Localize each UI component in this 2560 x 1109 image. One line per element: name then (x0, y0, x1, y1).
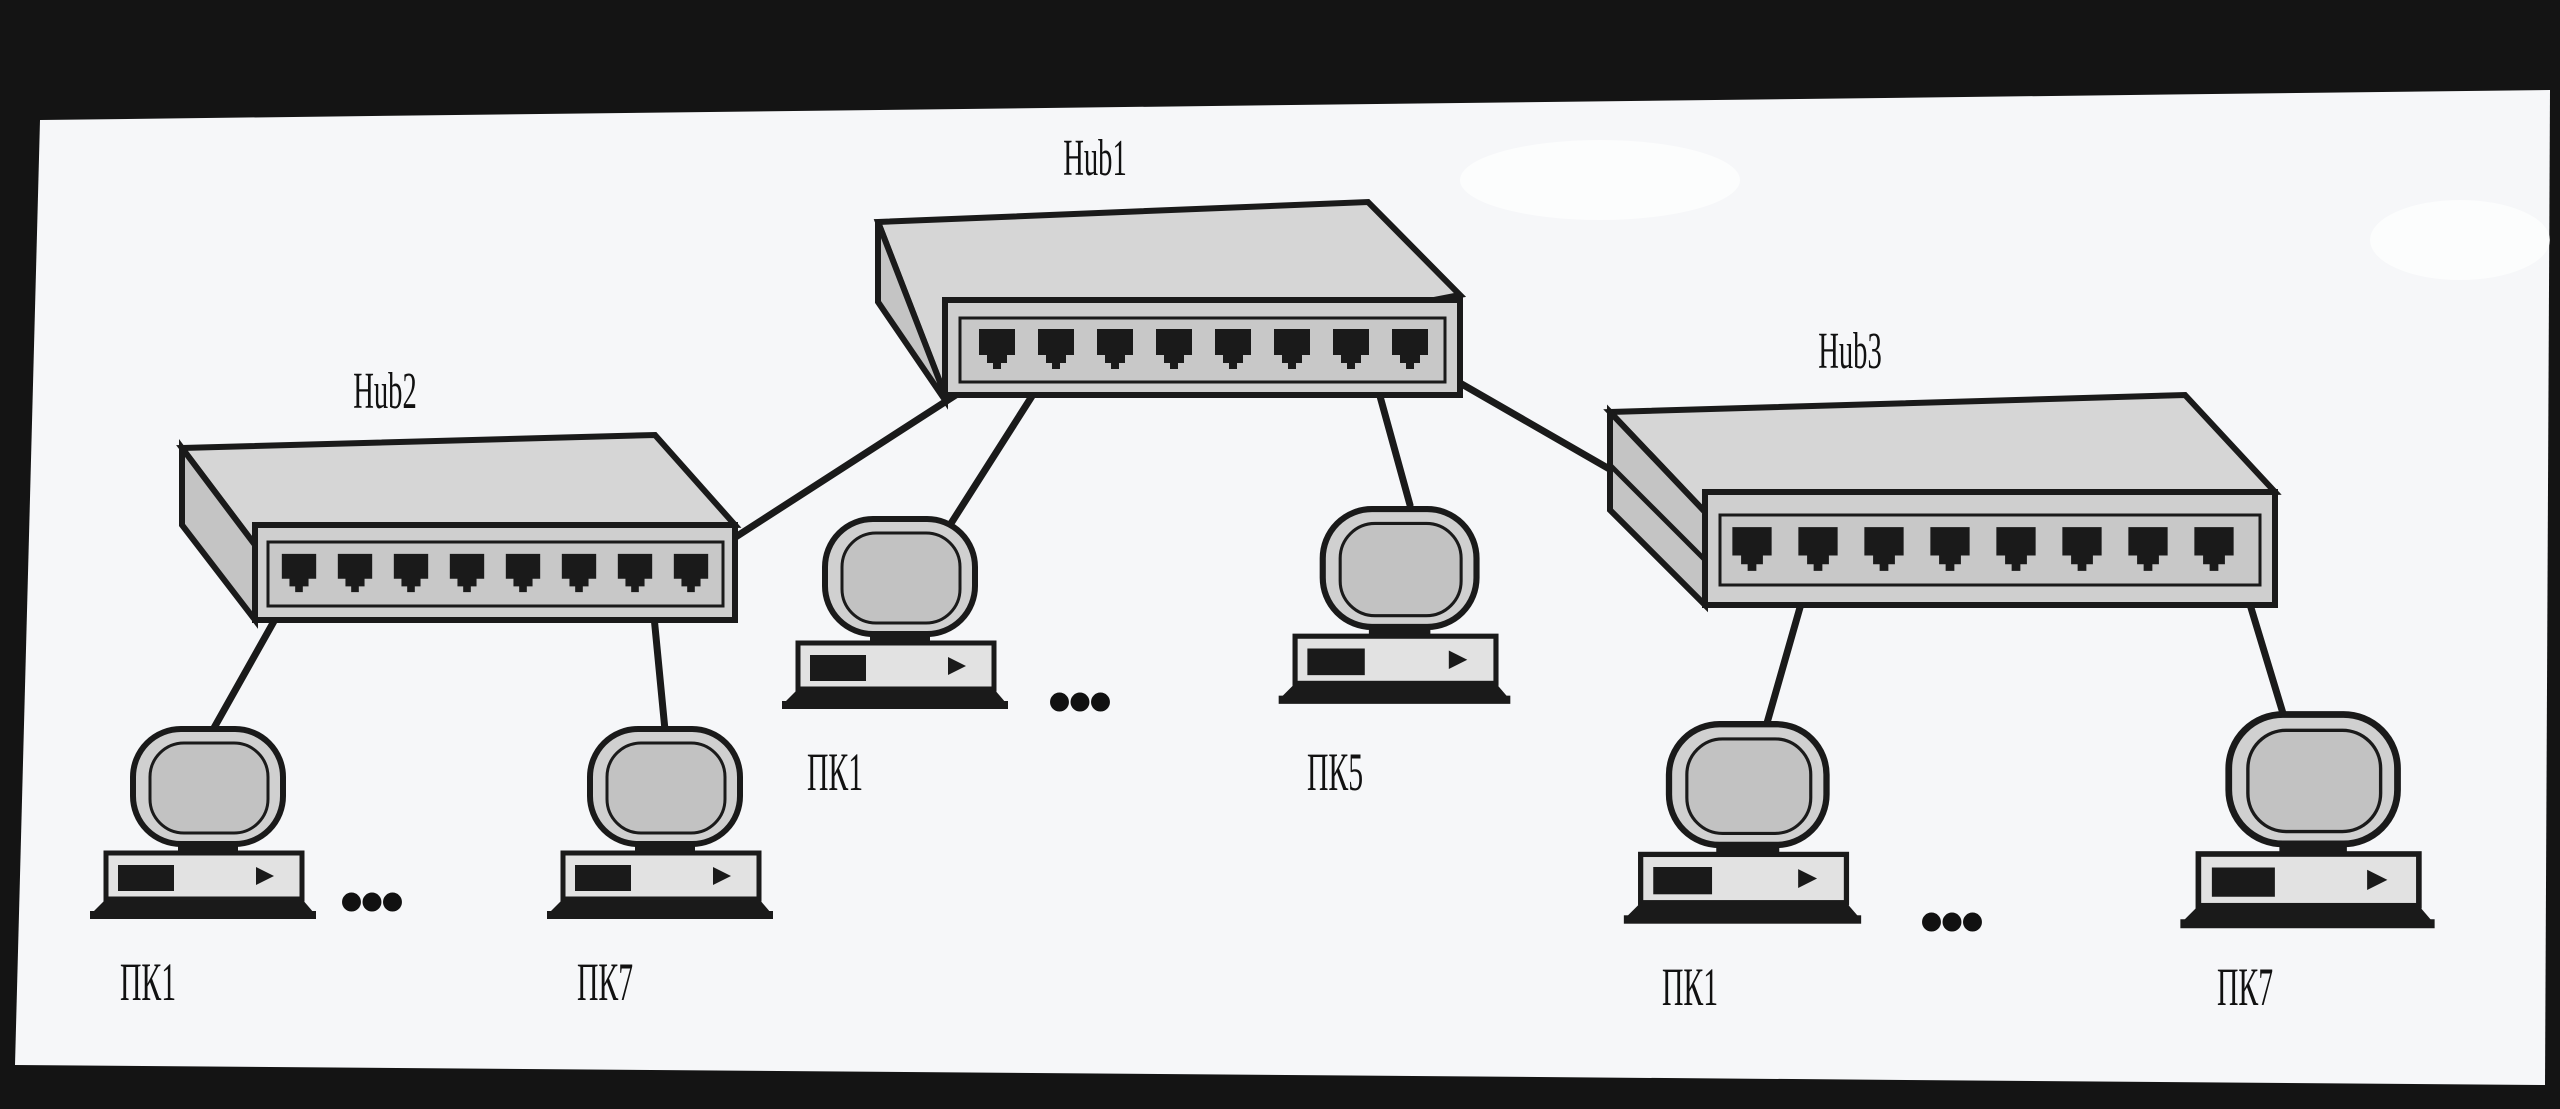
computer-label: ПК5 (1307, 743, 1363, 802)
hub3: Hub3 (1603, 323, 2282, 613)
hub-label: Hub1 (1063, 130, 1127, 187)
glare (1460, 140, 1740, 220)
computer-label: ПК7 (577, 953, 633, 1012)
ellipsis-dots: ••• (1047, 664, 1110, 741)
ellipsis-dots: ••• (339, 864, 402, 941)
ellipsis-dots: ••• (1919, 884, 1982, 961)
computer-label: ПК1 (120, 953, 176, 1012)
hub2: Hub2 (176, 363, 742, 629)
computer: ПК1 (90, 729, 316, 1012)
hub-label: Hub3 (1818, 323, 1882, 380)
computer-label: ПК1 (1662, 958, 1718, 1017)
computer: ПК5 (1279, 509, 1511, 802)
hub1: Hub1 (873, 130, 1467, 410)
hub-label: Hub2 (353, 363, 417, 420)
computer: ПК1 (1624, 724, 1861, 1017)
computer: ПК7 (547, 729, 773, 1012)
computer-label: ПК1 (807, 743, 863, 802)
glare (2370, 200, 2550, 280)
computer: ПК7 (2180, 715, 2434, 1017)
computer-label: ПК7 (2217, 958, 2273, 1017)
computer: ПК1 (782, 519, 1008, 802)
